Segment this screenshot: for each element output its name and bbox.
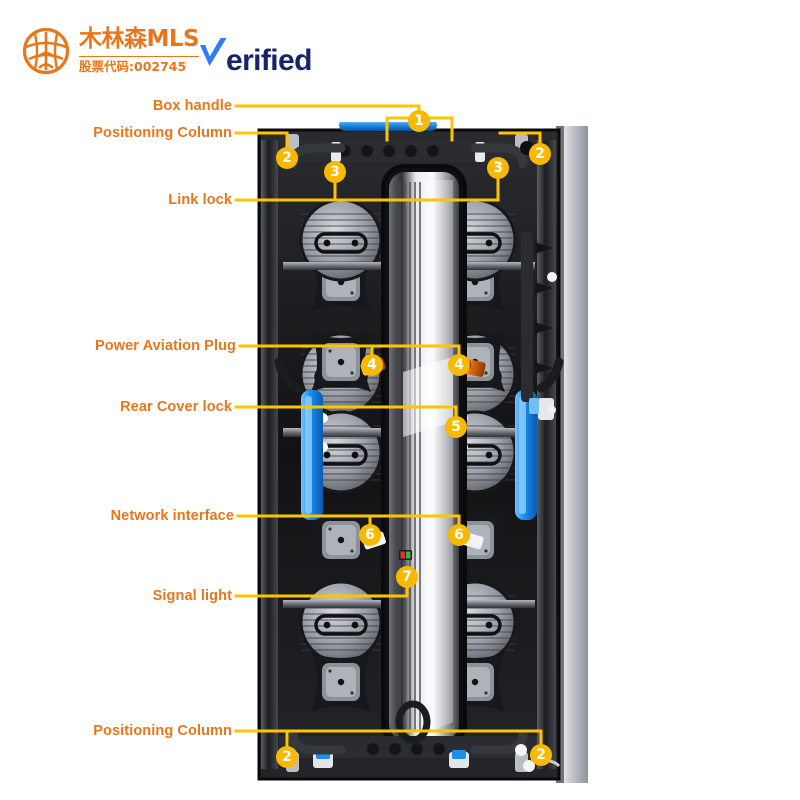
brand-stock-code: 股票代码:002745 [79, 56, 200, 74]
callout-badge-2-top-left[interactable]: 2 [276, 147, 298, 169]
callout-label-network-interface[interactable]: Network interface [110, 508, 234, 524]
brand-name: 木林森MLS [79, 26, 200, 53]
product-illustration [253, 122, 593, 787]
check-mark-icon [200, 38, 227, 66]
callout-badge-2-bottom-left[interactable]: 2 [276, 746, 298, 768]
page-header: 木林森MLS 股票代码:002745 erified [0, 0, 800, 92]
callout-label-rear-cover-lock[interactable]: Rear Cover lock [120, 399, 232, 415]
brand-logo: 木林森MLS 股票代码:002745 [22, 26, 200, 75]
callout-badge-3-left[interactable]: 3 [324, 161, 346, 183]
callout-badge-2-bottom-right[interactable]: 2 [530, 744, 552, 766]
callout-label-signal-light[interactable]: Signal light [152, 588, 232, 604]
callout-badge-5[interactable]: 5 [445, 416, 467, 438]
callout-label-power-aviation-plug[interactable]: Power Aviation Plug [94, 338, 236, 354]
brand-text-block: 木林森MLS 股票代码:002745 [79, 26, 200, 74]
verified-logo: erified [198, 36, 312, 77]
callout-badge-7[interactable]: 7 [396, 566, 418, 588]
callout-badge-1[interactable]: 1 [408, 110, 430, 132]
callout-badge-4-left[interactable]: 4 [361, 354, 383, 376]
callout-badge-2-top-right[interactable]: 2 [529, 143, 551, 165]
callout-badge-6-right[interactable]: 6 [448, 524, 470, 546]
callout-label-positioning-column-top[interactable]: Positioning Column [93, 125, 232, 141]
callout-badge-4-right[interactable]: 4 [448, 354, 470, 376]
callout-label-box-handle[interactable]: Box handle [152, 98, 232, 114]
callout-badge-3-right[interactable]: 3 [487, 157, 509, 179]
mls-tree-circle-icon [22, 27, 70, 75]
led-cabinet-rear-view-image [253, 122, 593, 787]
callout-badge-6-left[interactable]: 6 [359, 524, 381, 546]
callout-label-positioning-column-bottom[interactable]: Positioning Column [93, 723, 232, 739]
verified-label: erified [226, 44, 312, 77]
callout-label-link-lock[interactable]: Link lock [168, 192, 232, 208]
